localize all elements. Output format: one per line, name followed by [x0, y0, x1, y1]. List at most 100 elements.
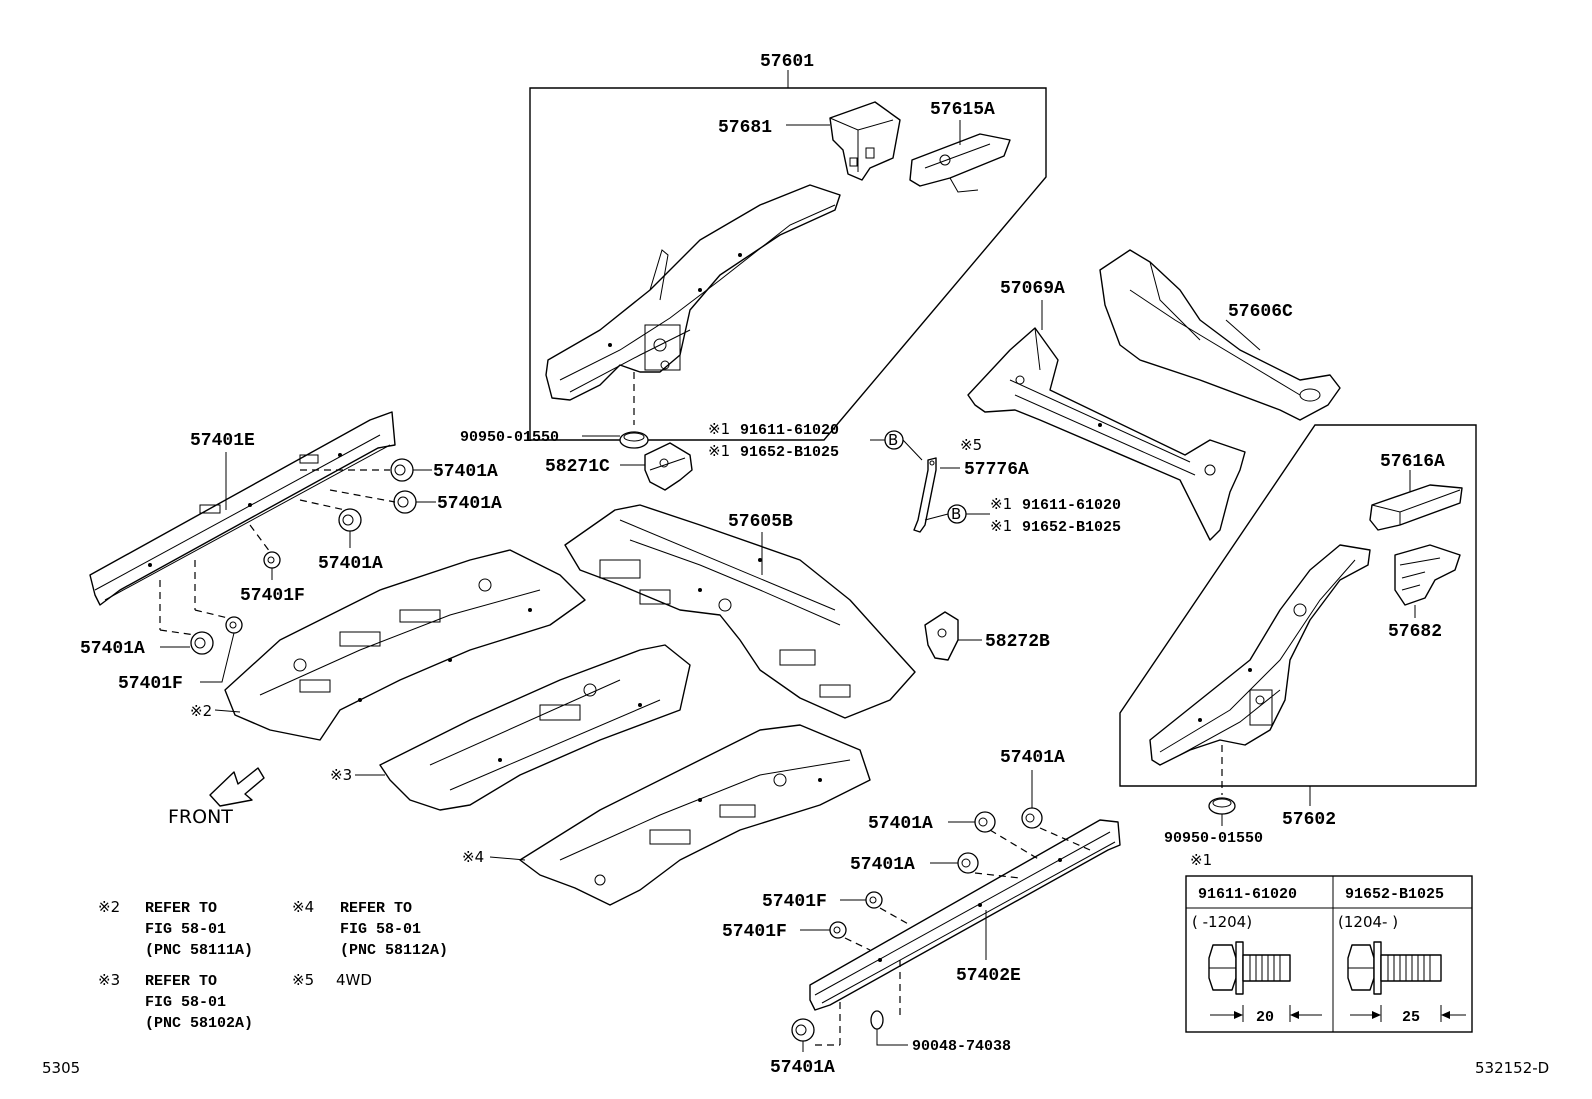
label-57401A-4[interactable]: 57401A	[80, 639, 145, 659]
note-5-text: 4WD	[336, 971, 372, 989]
label-57401A-8[interactable]: 57401A	[770, 1058, 835, 1078]
label-57401E[interactable]: 57401E	[190, 431, 255, 451]
label-57616A[interactable]: 57616A	[1380, 452, 1445, 472]
circle-b-marker-2: B	[947, 504, 967, 524]
label-57602[interactable]: 57602	[1282, 810, 1336, 830]
label-90950-01550-2[interactable]: 90950-01550	[1164, 830, 1263, 847]
grommet-57401F-2[interactable]	[225, 616, 243, 634]
label-bolt-mark-2b: ※1	[990, 517, 1012, 535]
svg-text:B: B	[888, 431, 898, 449]
grommet-57401F-3[interactable]	[865, 891, 883, 909]
grommet-57401A-3[interactable]	[338, 508, 362, 532]
grommet-57401A-7[interactable]	[957, 852, 979, 874]
label-57605B[interactable]: 57605B	[728, 512, 793, 532]
label-bolt-mark-2a: ※1	[990, 495, 1012, 513]
part-floor-pan-2[interactable]	[224, 549, 586, 741]
note-2-line3: (PNC 58111A)	[145, 942, 253, 959]
note-4-mark: ※4	[292, 898, 314, 916]
part-floor-tunnel-3[interactable]	[379, 644, 691, 811]
grommet-57401A-5[interactable]	[1021, 807, 1043, 829]
part-57615A[interactable]	[909, 133, 1011, 193]
label-front: FRONT	[168, 806, 233, 828]
label-91652-B1025-1[interactable]: 91652-B1025	[740, 444, 839, 461]
bolt-table-header-1: 91611-61020	[1198, 886, 1297, 903]
bolt-table-range-2: (1204- )	[1338, 913, 1398, 931]
part-57616A[interactable]	[1369, 484, 1463, 531]
notes: ※2 REFER TO FIG 58-01 (PNC 58111A) ※4 RE…	[98, 898, 448, 1032]
circle-b-marker-1: B	[884, 430, 904, 450]
part-57682[interactable]	[1394, 544, 1461, 606]
label-57402E[interactable]: 57402E	[956, 966, 1021, 986]
part-57776A[interactable]	[913, 457, 937, 533]
grommet-57401A-1[interactable]	[390, 458, 414, 482]
label-star4[interactable]: ※4	[462, 848, 484, 866]
label-57601[interactable]: 57601	[760, 52, 814, 72]
label-57401A-3[interactable]: 57401A	[318, 554, 383, 574]
label-90048-74038[interactable]: 90048-74038	[912, 1038, 1011, 1055]
bolt-table-range-1: ( -1204)	[1192, 913, 1252, 931]
footer-right-code: 532152-D	[1475, 1059, 1549, 1077]
label-57606C[interactable]: 57606C	[1228, 302, 1293, 322]
label-57069A[interactable]: 57069A	[1000, 279, 1065, 299]
label-57401A-6[interactable]: 57401A	[868, 814, 933, 834]
label-90950-01550-1[interactable]: 90950-01550	[460, 429, 559, 446]
grommet-57401A-6[interactable]	[974, 811, 996, 833]
label-star2[interactable]: ※2	[190, 702, 212, 720]
label-57401F-2[interactable]: 57401F	[118, 674, 183, 694]
plug-90950-1[interactable]	[619, 431, 649, 449]
label-bolt-mark-1a: ※1	[708, 420, 730, 438]
label-58272B[interactable]: 58272B	[985, 632, 1050, 652]
label-91611-61020-1[interactable]: 91611-61020	[740, 422, 839, 439]
label-57401F-3[interactable]: 57401F	[762, 892, 827, 912]
plug-90950-2[interactable]	[1208, 797, 1236, 815]
footer-left-code: 5305	[42, 1059, 80, 1077]
label-57681[interactable]: 57681	[718, 118, 772, 138]
note-4-line3: (PNC 58112A)	[340, 942, 448, 959]
part-57602-rail[interactable]	[1149, 544, 1371, 766]
bolt-table: ※1 91611-61020 91652-B1025 ( -1204) (120…	[1185, 851, 1473, 1033]
bolt-91611-61020-drawing	[1208, 941, 1322, 1022]
label-57401A-1[interactable]: 57401A	[433, 462, 498, 482]
note-2-mark: ※2	[98, 898, 120, 916]
part-57069A[interactable]	[967, 327, 1246, 541]
label-57401A-5[interactable]: 57401A	[1000, 748, 1065, 768]
part-57681[interactable]	[829, 101, 901, 181]
svg-text:B: B	[951, 505, 961, 523]
label-58271C[interactable]: 58271C	[545, 457, 610, 477]
label-57682[interactable]: 57682	[1388, 622, 1442, 642]
grommet-57401A-2[interactable]	[393, 490, 417, 514]
part-58271C[interactable]	[644, 442, 693, 491]
note-4-line1: REFER TO	[340, 900, 412, 917]
grommet-57401A-8[interactable]	[791, 1018, 815, 1042]
grommet-57401F-4[interactable]	[829, 921, 847, 939]
label-57401F-1[interactable]: 57401F	[240, 586, 305, 606]
label-star3[interactable]: ※3	[330, 766, 352, 784]
part-57605B[interactable]	[564, 504, 916, 719]
group-box-57601	[529, 87, 1047, 441]
label-91611-61020-2[interactable]: 91611-61020	[1022, 497, 1121, 514]
bolt-91652-B1025-drawing	[1347, 941, 1466, 1022]
label-57401F-4[interactable]: 57401F	[722, 922, 787, 942]
grommet-57401F-1[interactable]	[263, 551, 281, 569]
part-57601-rail[interactable]	[545, 184, 841, 401]
plug-90048-74038[interactable]	[870, 1010, 884, 1030]
part-57402E[interactable]	[809, 819, 1121, 1011]
part-58272B[interactable]	[924, 611, 959, 661]
part-57401E[interactable]	[89, 411, 396, 606]
grommet-57401A-4[interactable]	[190, 631, 214, 655]
front-arrow	[209, 767, 265, 807]
note-3-line1: REFER TO	[145, 973, 217, 990]
label-bolt-mark-1b: ※1	[708, 442, 730, 460]
label-91652-B1025-2[interactable]: 91652-B1025	[1022, 519, 1121, 536]
label-57401A-2[interactable]: 57401A	[437, 494, 502, 514]
part-57606C[interactable]	[1099, 249, 1341, 421]
bolt-table-length-2: 25	[1402, 1009, 1420, 1026]
bolt-table-header-2: 91652-B1025	[1345, 886, 1444, 903]
bolt-table-mark: ※1	[1190, 851, 1212, 869]
label-57401A-7[interactable]: 57401A	[850, 855, 915, 875]
note-3-line3: (PNC 58102A)	[145, 1015, 253, 1032]
label-57615A[interactable]: 57615A	[930, 100, 995, 120]
part-floor-pan-4[interactable]	[519, 724, 871, 906]
label-57776A[interactable]: 57776A	[964, 460, 1029, 480]
